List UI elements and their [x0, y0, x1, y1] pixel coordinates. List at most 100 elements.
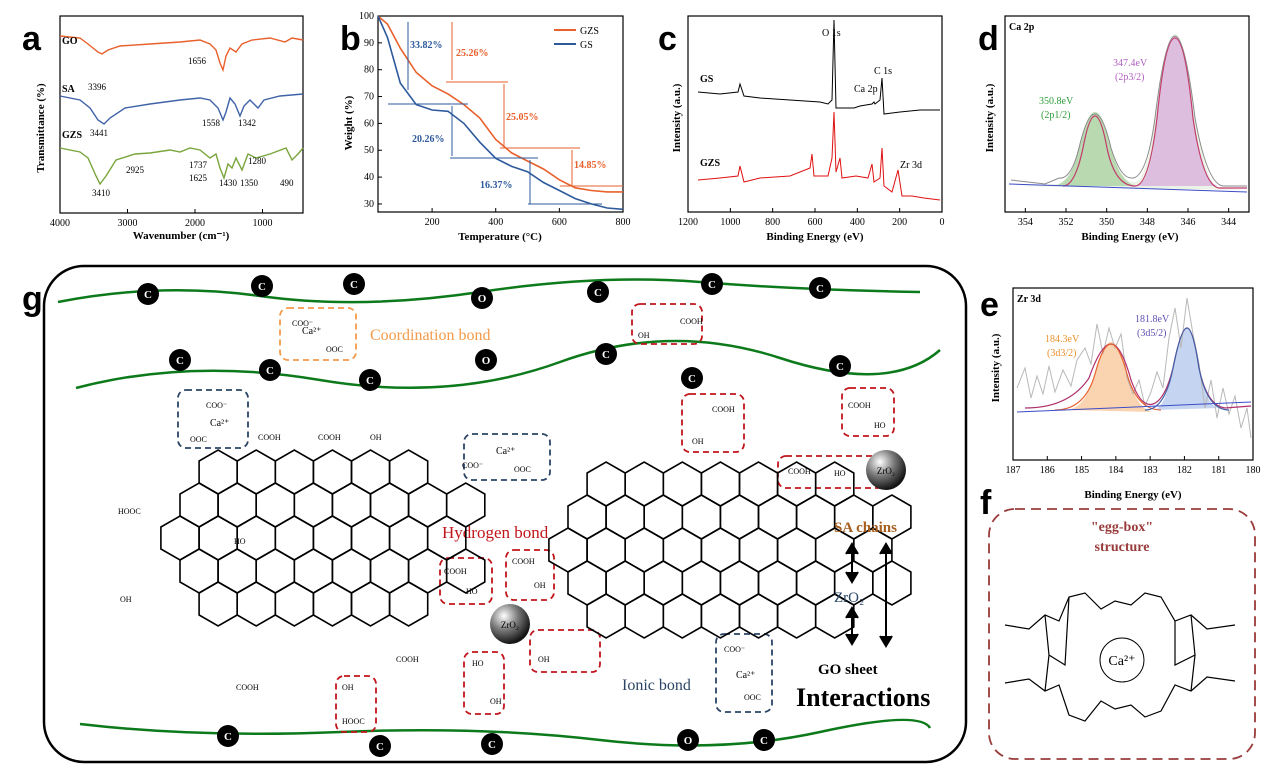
- tga-xtick-label: 600: [552, 217, 567, 228]
- coordination-ca: Ca²⁺: [302, 326, 321, 337]
- schematic-frame: [42, 264, 968, 764]
- go-ring: [776, 527, 817, 573]
- xps-ca2p-frame: [1004, 15, 1250, 213]
- chain-atom-label: C: [760, 735, 768, 747]
- ftir-ann-3441: 3441: [90, 128, 108, 138]
- fg-oh-3: OH: [638, 331, 650, 340]
- ftir-sa-line: [59, 93, 304, 125]
- xps-survey-gs-label: GS: [700, 74, 714, 85]
- go-ring: [605, 560, 645, 606]
- xps-ca2p-peak2-label: 347.4eV: [1113, 58, 1148, 69]
- go-ring: [312, 581, 353, 627]
- xps-ca2p-x-tick-label: 344: [1221, 217, 1236, 228]
- go-ring: [605, 494, 645, 540]
- fg-oh-6: OH: [538, 655, 550, 664]
- xps-survey-frame: [687, 15, 943, 213]
- ionic-box-right: [715, 633, 773, 713]
- go-ring: [643, 494, 684, 540]
- fg-oh-2: OH: [120, 595, 132, 604]
- legend-go-sheet: GO sheet: [818, 662, 878, 678]
- go-ring: [388, 515, 429, 561]
- go-ring: [624, 527, 665, 573]
- go-ring: [586, 461, 626, 507]
- ftir-go-line: [59, 35, 304, 73]
- tga-ytick-label: 80: [364, 65, 374, 76]
- ftir-xlabel: Wavenumber (cm⁻¹): [133, 230, 230, 242]
- go-ring: [757, 560, 798, 606]
- xps-zr3d-fit2: [1144, 327, 1230, 411]
- hydrogen-bond-boxes: [335, 303, 895, 733]
- xps-ann-c1s: C 1s: [874, 66, 892, 77]
- xps-zr3d-x-tick-label: 184: [1108, 465, 1123, 476]
- go-ring: [179, 548, 219, 594]
- tga-xlabel: Temperature (°C): [458, 231, 542, 243]
- chain-atom: [681, 367, 703, 389]
- xps-ann-o1s: O 1s: [822, 28, 841, 39]
- ftir-series-gzs: GZS: [62, 130, 82, 141]
- xps-zr3d-ylabel: Intensity (a.u.): [990, 333, 1002, 402]
- chain-atom-label: O: [482, 355, 491, 367]
- chain-atom: [481, 733, 503, 755]
- chain-atom: [753, 729, 775, 751]
- fg-ho-3: HO: [834, 469, 846, 478]
- fg-cooh-3: COOH: [680, 317, 703, 326]
- fg-coo-4: COO⁻: [724, 645, 745, 654]
- go-ring: [643, 560, 684, 606]
- go-ring: [274, 581, 315, 627]
- xps-zr3d-xlabel: Binding Energy (eV): [1084, 489, 1182, 501]
- ftir-x-tick-label: 2000: [185, 218, 205, 229]
- go-ring: [312, 449, 353, 495]
- chain-atom-label: C: [224, 731, 232, 743]
- chain-atom-label: C: [816, 283, 824, 295]
- tga-ytick-label: 40: [364, 172, 374, 183]
- go-ring: [738, 527, 779, 573]
- xps-zr3d-title: Zr 3d: [1017, 294, 1041, 305]
- xps-zr3d-raw: [1016, 297, 1252, 439]
- xps-ca2p-x-tick-label: 346: [1181, 217, 1196, 228]
- go-ring: [293, 482, 334, 528]
- go-ring: [662, 461, 703, 507]
- fg-coo-2: COO⁻: [292, 319, 313, 328]
- chain-atom: [677, 729, 699, 751]
- chain-atom-label: C: [708, 279, 716, 291]
- chain-atom-label: C: [258, 281, 266, 293]
- xps-zr3d-peak1-sub: (3d3/2): [1047, 348, 1076, 359]
- fg-oh-8: OH: [342, 683, 354, 692]
- ftir-series-go: GO: [62, 36, 78, 47]
- go-sheets: [160, 449, 912, 639]
- tga-ann-25-26: 25.26%: [456, 48, 489, 59]
- xps-zr3d-x-tick-label: 187: [1006, 465, 1021, 476]
- chain-atom-label: C: [350, 279, 358, 291]
- go-ring: [331, 482, 372, 528]
- tga-ann-20-26: 20.26%: [412, 134, 445, 145]
- ftir-ylabel: Transmittance (%): [35, 83, 47, 173]
- zro2-ball-right-label: ZrO₂: [877, 466, 895, 476]
- go-ring: [700, 593, 741, 639]
- panel-label-d: d: [978, 20, 999, 58]
- xps-ca2p-xlabel: Binding Energy (eV): [1081, 231, 1179, 243]
- go-ring: [567, 494, 607, 540]
- chain-atom: [587, 281, 609, 303]
- go-ring: [407, 482, 448, 528]
- sa-chain-bottom: [79, 718, 932, 747]
- xps-survey-x-tick-label: 800: [765, 217, 780, 228]
- go-ring: [236, 581, 277, 627]
- go-ring: [407, 548, 448, 594]
- chain-atom: [343, 273, 365, 295]
- ftir-x-tick-label: 1000: [253, 218, 273, 229]
- fg-cooh-4: COOH: [712, 405, 735, 414]
- fg-oh-7: OH: [490, 697, 502, 706]
- hydrogen-bond-label: Hydrogen bond: [442, 523, 549, 542]
- ionic-box-right-ca: Ca²⁺: [736, 670, 755, 681]
- chain-atom: [701, 273, 723, 295]
- go-ring: [217, 482, 257, 528]
- go-ring: [795, 560, 836, 606]
- xps-ca2p-ylabel: Intensity (a.u.): [984, 83, 996, 152]
- fg-cooh-10: COOH: [236, 683, 259, 692]
- chain-atom: [217, 725, 239, 747]
- go-ring: [567, 560, 607, 606]
